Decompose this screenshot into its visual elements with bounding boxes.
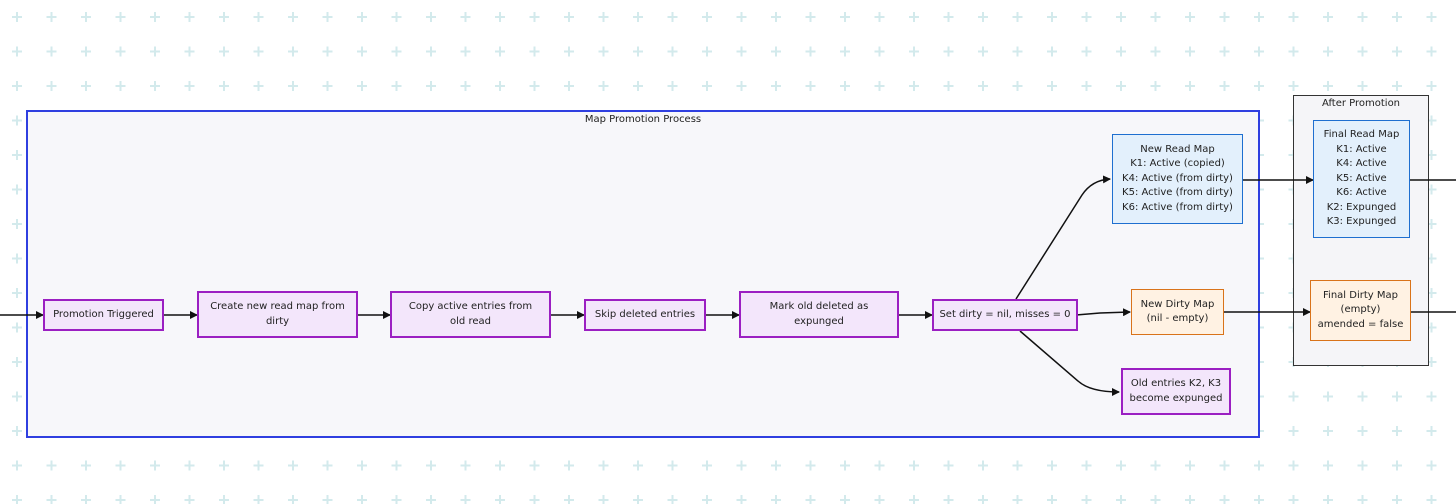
new-dirty-map-node: New Dirty Map (nil - empty) (1131, 289, 1224, 335)
node-label-line: become expunged (1129, 392, 1223, 404)
node-label-line: Set dirty = nil, misses = 0 (939, 308, 1071, 320)
old-entries-expunged-node: Old entries K2, K3 become expunged (1121, 368, 1231, 415)
node-label-line: Create new read map from (210, 301, 345, 312)
edge-set-newread (1015, 175, 1111, 300)
node-label-line: Old entries K2, K3 (1130, 378, 1222, 389)
node-label-line: amended = false (1317, 318, 1404, 330)
node-label-line: K1: Active (copied) (1130, 158, 1225, 170)
node-label-line: K4: Active (1336, 158, 1387, 170)
node-label-line: K6: Active (1336, 187, 1387, 199)
node-label-line: New Dirty Map (1140, 298, 1215, 310)
cluster-title: Map Promotion Process (584, 114, 702, 125)
node-label-line: Skip deleted entries (594, 308, 696, 320)
cluster-title: After Promotion (1321, 98, 1401, 109)
create-read-map-node: Create new read map from dirty (197, 291, 358, 338)
node-label-line: expunged (794, 315, 844, 327)
set-dirty-nil-node: Set dirty = nil, misses = 0 (932, 299, 1078, 331)
node-label-line: New Read Map (1140, 143, 1215, 155)
node-label-line: K5: Active (1336, 172, 1387, 184)
node-label-line: old read (450, 315, 491, 327)
node-label-line: Final Read Map (1323, 129, 1400, 141)
node-label-line: K6: Active (from dirty) (1122, 201, 1233, 213)
node-label-line: K1: Active (1336, 143, 1387, 155)
node-label-line: Final Dirty Map (1323, 289, 1398, 301)
node-label-line: Mark old deleted as (769, 301, 869, 312)
node-label-line: (empty) (1340, 304, 1381, 316)
node-label-line: (nil - empty) (1146, 313, 1209, 324)
edge-set-oldentries (1019, 330, 1120, 396)
node-label-line: K3: Expunged (1326, 216, 1397, 228)
node-label-line: K2: Expunged (1326, 201, 1397, 213)
map-promotion-process-cluster: Map Promotion Process (26, 110, 1260, 438)
final-dirty-map-node: Final Dirty Map (empty) amended = false (1310, 280, 1411, 341)
node-label-line: Copy active entries from (408, 301, 533, 312)
copy-active-entries-node: Copy active entries from old read (390, 291, 551, 338)
skip-deleted-entries-node: Skip deleted entries (584, 299, 706, 331)
node-label-line: K5: Active (from dirty) (1122, 187, 1233, 199)
node-label-line: K4: Active (from dirty) (1122, 172, 1233, 184)
node-label-line: Promotion Triggered (53, 308, 154, 320)
edge-set-newdirty (1075, 308, 1131, 317)
mark-old-deleted-node: Mark old deleted as expunged (739, 291, 899, 338)
node-label-line: dirty (265, 315, 290, 327)
promotion-triggered-node: Promotion Triggered (43, 299, 164, 331)
